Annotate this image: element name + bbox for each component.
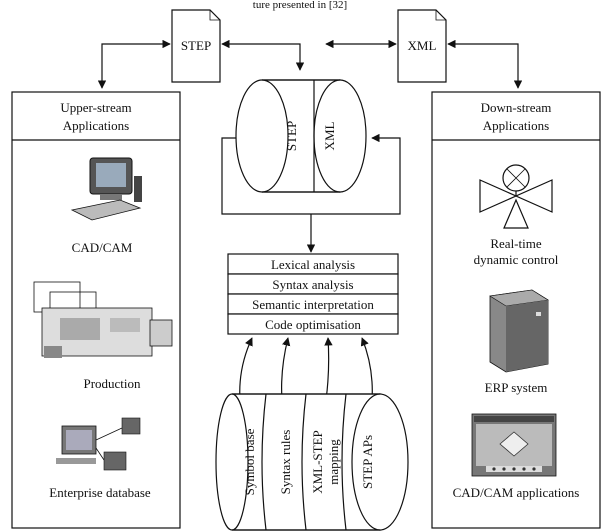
step-document-icon (171, 9, 221, 83)
central-store-cylinder-icon (235, 79, 367, 193)
kb-label-step-aps: STEP APs (360, 435, 375, 489)
machine-tool-icon (33, 281, 173, 358)
downstream-title-1: Down-stream (481, 100, 552, 115)
downstream-item-realtime-1: Real-time (490, 236, 541, 251)
downstream-item-erp: ERP system (485, 380, 548, 395)
computer-icon (70, 157, 142, 221)
pipeline-label-optimisation: Code optimisation (265, 317, 361, 332)
upstream-title-1: Upper-stream (60, 100, 131, 115)
pipeline-label-semantic: Semantic interpretation (252, 297, 374, 312)
kb-label-syntax-rules: Syntax rules (278, 430, 293, 495)
store-label-xml: XML (322, 121, 337, 150)
downstream-title-2: Applications (483, 118, 549, 133)
server-cabinet-icon (489, 289, 549, 373)
arrow-xml-downstream (447, 39, 523, 89)
knowledge-base-cylinders-icon (215, 393, 409, 531)
arrow-upstream-step (97, 39, 171, 89)
xml-document-label: XML (408, 38, 437, 53)
arrow-syntax-rules (281, 337, 291, 401)
pipeline-label-syntax: Syntax analysis (272, 277, 353, 292)
kb-label-mapping-2: mapping (326, 439, 341, 485)
upstream-item-cad-cam: CAD/CAM (72, 240, 133, 255)
cad-window-icon (471, 413, 557, 477)
valve-icon (479, 164, 553, 229)
caption-fragment: ture presented in [32] (253, 0, 347, 11)
downstream-item-cad-apps: CAD/CAM applications (453, 485, 580, 500)
store-label-step: STEP (284, 121, 299, 151)
arrow-step-store (221, 39, 305, 71)
pipeline-step-optimisation (227, 313, 399, 335)
upstream-title-2: Applications (63, 118, 129, 133)
step-document-label: STEP (181, 38, 211, 53)
arrow-xml-step-mapping (324, 337, 333, 401)
arrow-step-aps (360, 337, 373, 401)
arrow-symbol-base (239, 337, 253, 401)
xml-document-icon (397, 9, 447, 83)
pipeline-label-lexical: Lexical analysis (271, 257, 355, 272)
kb-label-symbol-base: Symbol base (242, 428, 257, 495)
upstream-item-enterprise-database: Enterprise database (49, 485, 151, 500)
upstream-item-production: Production (83, 376, 141, 391)
network-terminals-icon (56, 417, 141, 471)
downstream-item-realtime-2: dynamic control (474, 252, 559, 267)
kb-label-mapping-1: XML-STEP (310, 430, 325, 494)
